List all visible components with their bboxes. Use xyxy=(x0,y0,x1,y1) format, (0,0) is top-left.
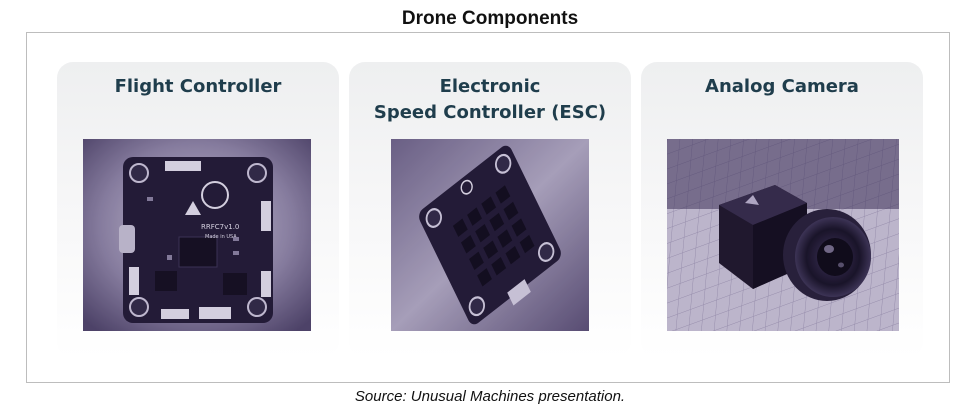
card-title-analog-camera: Analog Camera xyxy=(705,76,859,97)
card-esc: Electronic Speed Controller (ESC) xyxy=(349,62,631,358)
flight-controller-photo: RRFC7v1.0 Made in USA xyxy=(83,139,311,331)
svg-text:RRFC7v1.0: RRFC7v1.0 xyxy=(201,223,239,231)
svg-text:Made in USA: Made in USA xyxy=(205,234,237,240)
page-title: Drone Components xyxy=(401,8,579,29)
esc-board-photo xyxy=(391,139,589,331)
card-flight-controller: Flight Controller xyxy=(57,62,339,358)
card-analog-camera: Analog Camera xyxy=(641,62,923,358)
card-title-flight-controller: Flight Controller xyxy=(114,76,282,97)
card-title-esc: Electronic Speed Controller (ESC) xyxy=(373,76,607,123)
analog-camera-photo xyxy=(667,139,899,331)
source-caption: Source: Unusual Machines presentation. xyxy=(354,388,626,405)
